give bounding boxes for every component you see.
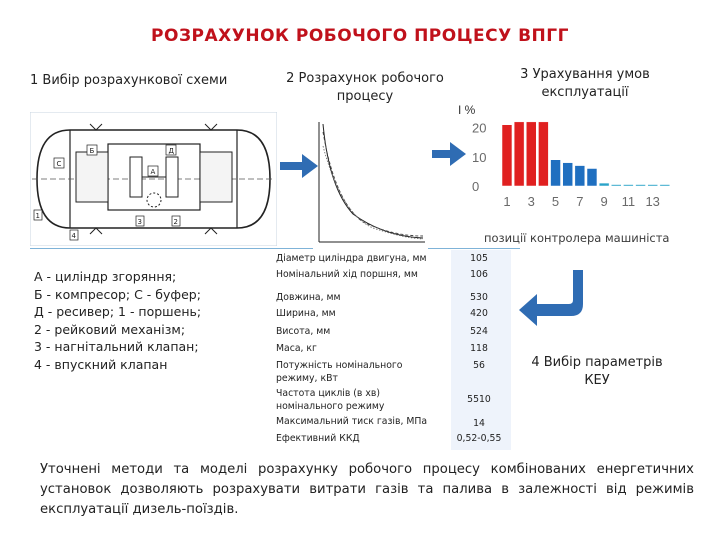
spec-label: Номінальний хід поршня, мм (276, 269, 418, 280)
chart-bar (550, 159, 561, 187)
step-3-label: 3 Урахування умов експлуатації (520, 67, 650, 100)
schematic-label-b: Б (90, 147, 95, 155)
schematic-label-2: 2 (174, 218, 178, 226)
chart-x-tick-label: 1 (503, 194, 510, 209)
chart-bar (598, 182, 610, 187)
chart-bar (513, 121, 525, 187)
schematic-label-c: С (57, 160, 62, 168)
legend-line: 4 - впускний клапан (34, 356, 168, 372)
schematic-legend: А - циліндр згоряння; Б - компресор; С -… (34, 268, 274, 373)
arrow-curved-icon (519, 270, 583, 326)
chart-y-axis-label: І % (458, 103, 476, 117)
chart-x-tick-label: 3 (528, 194, 535, 209)
chart-bar (526, 121, 537, 187)
arrow-right-icon (432, 142, 466, 166)
schematic-label-4: 4 (72, 232, 77, 240)
step-2-label: 2 Розрахунок робочого процесу (286, 71, 444, 104)
spec-values-column (451, 250, 511, 450)
chart-bar (623, 184, 634, 187)
schematic-label-a: А (151, 168, 156, 176)
step-1-label: 1 Вибір розрахункової схеми (30, 73, 228, 88)
legend-line: 3 - нагнітальний клапан; (34, 339, 199, 354)
spec-value: 105 (470, 253, 488, 264)
chart-x-tick-label: 13 (645, 194, 659, 209)
engine-schematic: Б С Д А 1 2 3 4 (30, 112, 277, 246)
chart-bar (647, 184, 658, 187)
spec-value: 118 (470, 343, 488, 354)
schematic-label-d: Д (169, 147, 175, 155)
legend-line: 2 - рейковий механізм; (34, 321, 186, 337)
spec-label: Потужність номінального режиму, кВт (276, 360, 403, 384)
spec-value: 524 (470, 326, 488, 337)
spec-label: Довжина, мм (276, 292, 341, 303)
chart-x-tick-label: 7 (576, 194, 583, 209)
chart-bar (611, 184, 622, 187)
legend-line: Д - ресивер; 1 - поршень; (34, 304, 202, 319)
spec-label: Висота, мм (276, 326, 331, 337)
chart-x-tick-label: 5 (552, 194, 559, 209)
chart-y-tick-label: 0 (472, 179, 479, 194)
chart-y-tick-label: 10 (472, 150, 486, 165)
arrow-right-icon (280, 154, 318, 178)
spec-label: Максимальний тиск газів, МПа (276, 416, 428, 427)
chart-y-tick-label: 20 (472, 121, 486, 136)
legend-line: Б - компресор; С - буфер; (34, 286, 201, 302)
chart-bar (562, 162, 573, 187)
section-divider (30, 248, 520, 249)
spec-value: 106 (470, 269, 488, 280)
spec-value: 530 (470, 292, 488, 303)
chart-bar (586, 168, 598, 187)
spec-label: Ефективний ККД (276, 433, 360, 444)
chart-x-tick-label: 9 (601, 194, 608, 209)
spec-label: Ширина, мм (276, 308, 336, 319)
spec-label: Діаметр циліндра двигуна, мм (276, 253, 427, 264)
spec-value: 5510 (467, 394, 491, 405)
spec-value: 56 (473, 360, 485, 371)
step-4-label: 4 Вибір параметрів КЕУ (531, 355, 663, 388)
chart-bar (635, 184, 646, 187)
spec-label: Маса, кг (276, 343, 317, 354)
schematic-label-3: 3 (138, 218, 142, 226)
legend-line: А - циліндр згоряння; (34, 269, 177, 284)
spec-value: 0,52-0,55 (456, 433, 502, 444)
chart-bar (538, 121, 549, 187)
chart-bar (574, 165, 586, 187)
schematic-label-1: 1 (36, 212, 40, 220)
chart-bar (659, 184, 671, 187)
chart-x-axis-label: позиції контролера машиніста (484, 231, 670, 245)
spec-label: Частота циклів (в хв) номінального режим… (276, 388, 385, 412)
spec-value: 420 (470, 308, 488, 319)
chart-bar (501, 124, 513, 187)
spec-value: 14 (473, 418, 485, 429)
page-title: РОЗРАХУНОК РОБОЧОГО ПРОЦЕСУ ВПГГ (151, 26, 569, 46)
chart-x-tick-label: 11 (622, 194, 636, 209)
conclusion-text: Уточнені методи та моделі розрахунку роб… (40, 462, 694, 517)
work-process-graph (313, 118, 428, 250)
